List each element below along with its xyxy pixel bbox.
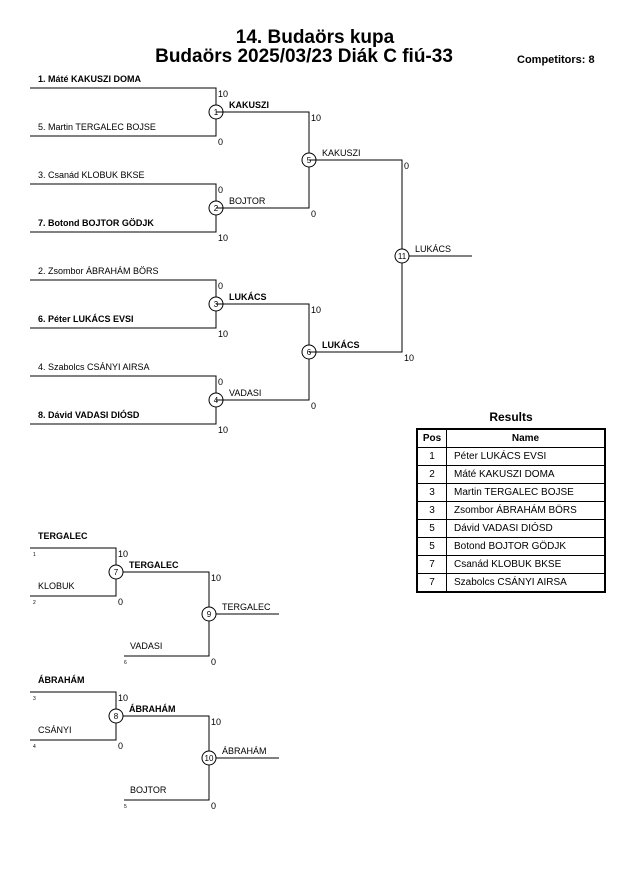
score-bottom: 10 [404,353,414,363]
score-top: 10 [218,89,228,99]
repechage-seed: 6 [124,660,127,666]
result-name: Botond BOJTOR GÖDJK [446,537,606,556]
repechage-seed: 3 [33,696,36,702]
winner-label: VADASI [229,388,261,398]
score-bottom: 0 [118,741,123,751]
score-top: 0 [218,185,223,195]
repechage-seed: 2 [33,600,36,606]
repechage-opponent: BOJTOR [130,785,167,795]
score-top: 10 [311,305,321,315]
repechage-seed: 5 [124,804,127,810]
bracket-connector [309,159,403,353]
result-pos: 1 [416,447,447,466]
score-top: 0 [404,161,409,171]
match-number-circle [201,750,217,766]
repechage-top-name: ÁBRAHÁM [38,675,85,685]
score-bottom: 0 [218,137,223,147]
winner-label: LUKÁCS [229,292,267,302]
entrant-label: 8. Dávid VADASI DIÓSD [38,409,140,420]
match-number: 11 [398,252,407,261]
repechage-bottom-name: KLOBUK [38,581,75,591]
score-bottom: 10 [218,329,228,339]
winner-label: KAKUSZI [322,148,361,158]
score-top: 0 [218,281,223,291]
result-name: Dávid VADASI DIÓSD [446,519,606,538]
match-number-circle [108,708,124,724]
result-pos: 3 [416,483,447,502]
result-name: Csanád KLOBUK BKSE [446,555,606,574]
score-top: 10 [118,549,128,559]
winner-label: TERGALEC [222,602,271,612]
result-pos: 2 [416,465,447,484]
score-top: 0 [218,377,223,387]
match-number-circle [394,248,410,264]
match-number: 8 [114,712,119,721]
repechage-top-name: TERGALEC [38,531,88,541]
score-top: 10 [118,693,128,703]
repechage-seed: 4 [33,744,36,750]
winner-label: LUKÁCS [322,340,360,350]
tournament-title: 14. Budaörs kupa [235,27,395,48]
score-bottom: 0 [211,801,216,811]
match-number: 7 [114,568,119,577]
result-name: Szabolcs CSÁNYI AIRSA [446,573,606,593]
score-bottom: 10 [218,233,228,243]
repechage-bottom-name: CSÁNYI [38,725,72,735]
score-top: 10 [211,573,221,583]
competitors-count: Competitors: 8 [517,54,595,66]
entrant-label: 4. Szabolcs CSÁNYI AIRSA [38,362,150,372]
bracket-connector [216,111,310,209]
entrant-label: 7. Botond BOJTOR GÖDJK [38,218,154,228]
match-number: 10 [205,754,214,763]
entrant-label: 3. Csanád KLOBUK BKSE [38,170,145,180]
result-pos: 5 [416,537,447,556]
name-header: Name [446,428,606,448]
pos-header: Pos [416,428,447,448]
repechage-seed: 1 [33,552,36,558]
results-title: Results [489,410,533,424]
score-top: 10 [211,717,221,727]
winner-label: KAKUSZI [229,100,269,110]
entrant-label: 1. Máté KAKUSZI DOMA [38,74,142,84]
score-top: 10 [311,113,321,123]
result-name: Martin TERGALEC BOJSE [446,483,606,502]
result-pos: 3 [416,501,447,520]
entrant-label: 2. Zsombor ÁBRAHÁM BÖRS [38,266,159,276]
winner-label: BOJTOR [229,196,266,206]
score-bottom: 0 [311,209,316,219]
score-bottom: 0 [118,597,123,607]
winner-label: LUKÁCS [415,244,451,254]
bracket-connector [216,303,310,401]
entrant-label: 5. Martin TERGALEC BOJSE [38,122,156,132]
result-pos: 7 [416,573,447,593]
score-bottom: 10 [218,425,228,435]
winner-label: ÁBRAHÁM [222,746,267,756]
result-name: Péter LUKÁCS EVSI [446,447,606,466]
match-number-circle [201,606,217,622]
match-number-circle [108,564,124,580]
result-pos: 7 [416,555,447,574]
winner-label: ÁBRAHÁM [129,704,176,714]
winner-label: TERGALEC [129,560,179,570]
result-pos: 5 [416,519,447,538]
entrant-label: 6. Péter LUKÁCS EVSI [38,314,134,324]
repechage-opponent: VADASI [130,641,162,651]
score-bottom: 0 [211,657,216,667]
match-number: 9 [207,610,212,619]
event-subtitle: Budaörs 2025/03/23 Diák C fiú-33 [155,46,453,67]
results-header-row: Pos Name [416,428,606,448]
result-name: Zsombor ÁBRAHÁM BÖRS [446,501,606,520]
result-name: Máté KAKUSZI DOMA [446,465,606,484]
score-bottom: 0 [311,401,316,411]
